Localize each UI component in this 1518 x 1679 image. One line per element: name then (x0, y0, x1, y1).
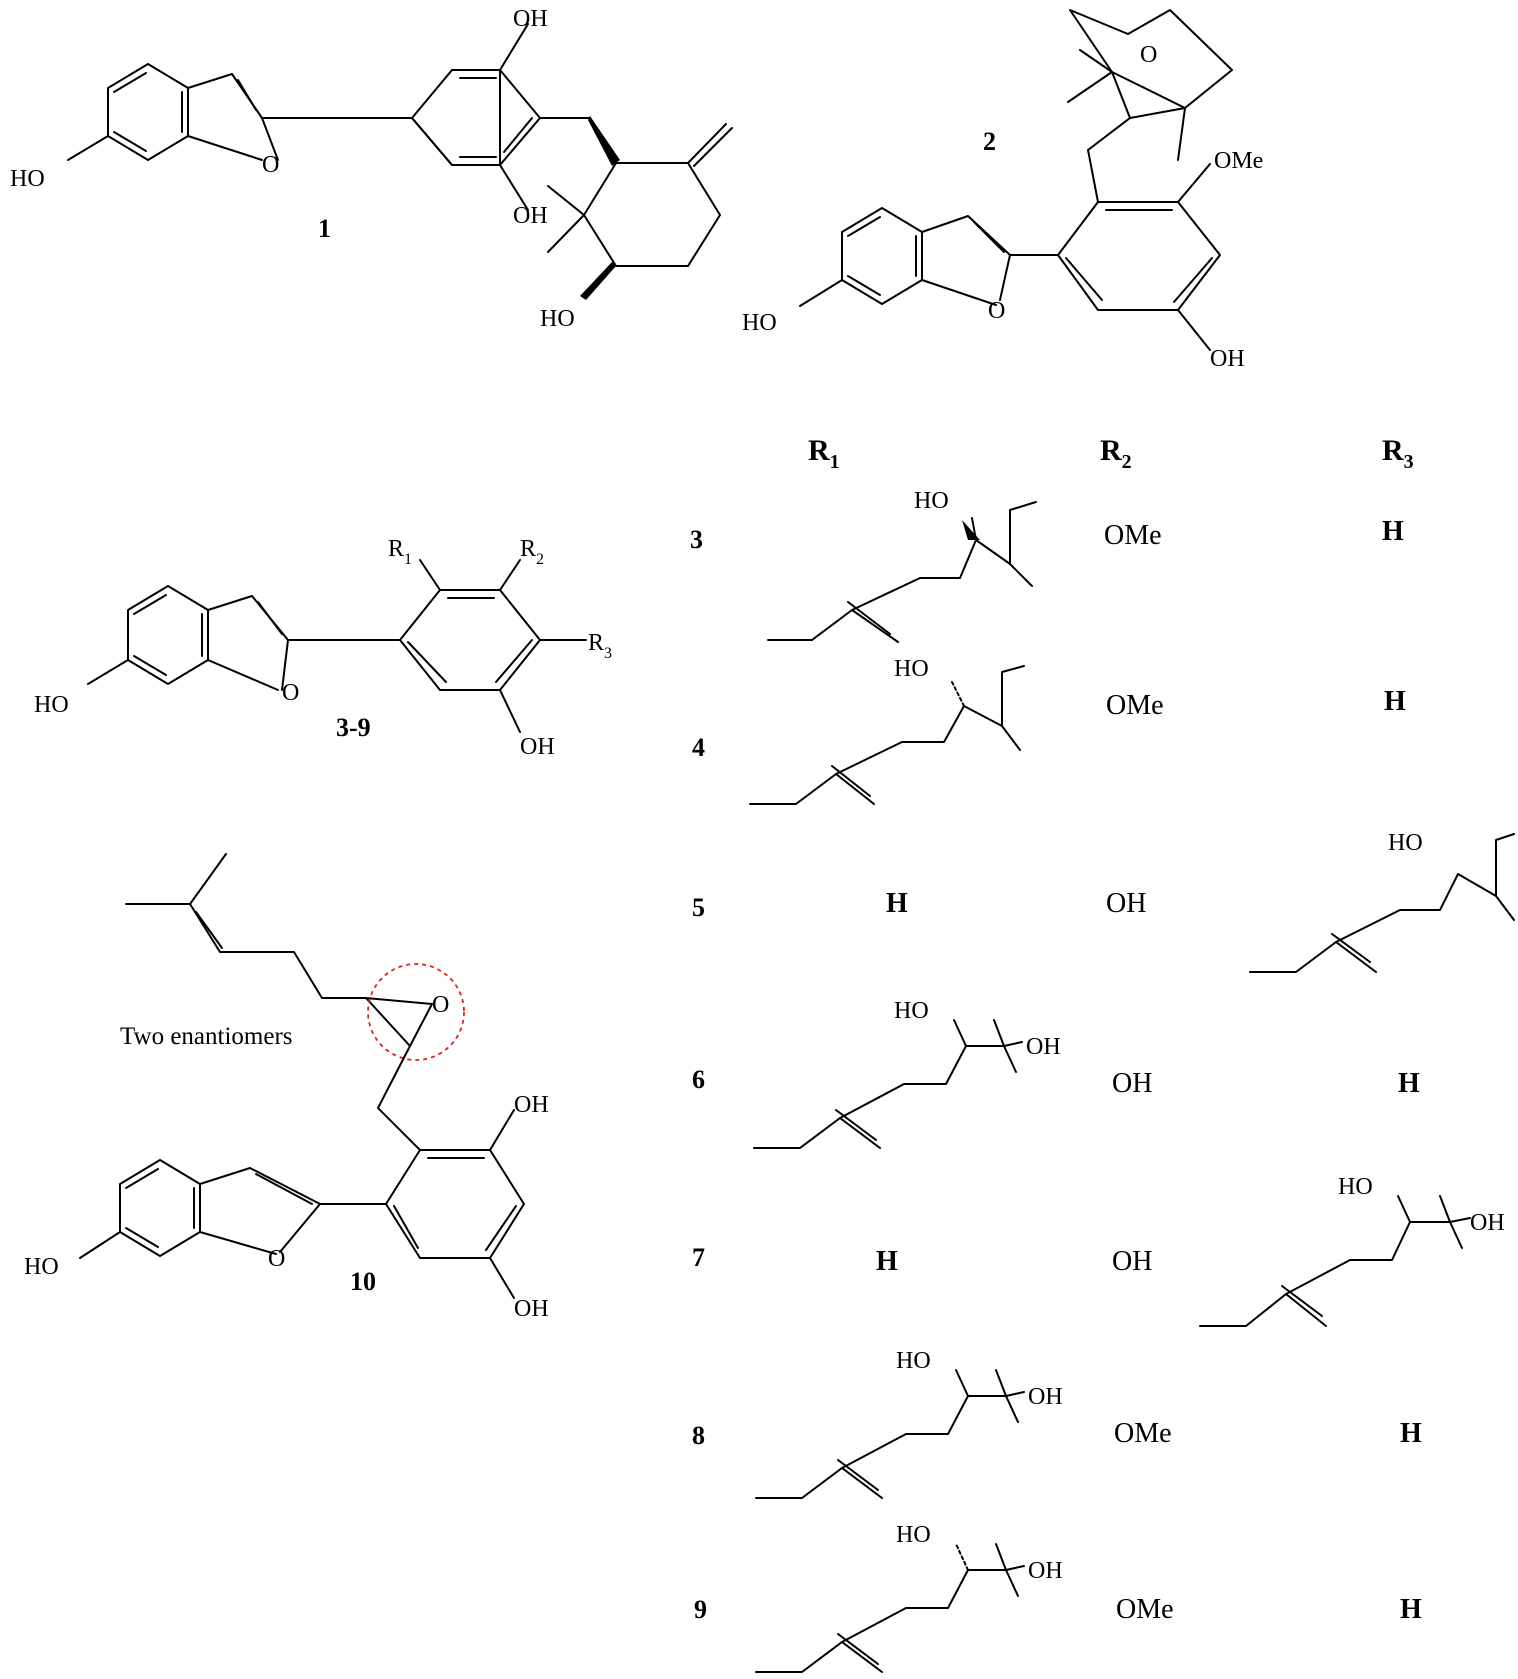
header-r3: R3 (1382, 434, 1414, 473)
row-8-chain-oh: OH (1028, 1384, 1063, 1410)
c2-furan-o: O (988, 298, 1005, 324)
c10-oh-bottom: OH (514, 1296, 549, 1322)
row-5-r2: OH (1106, 888, 1146, 919)
row-8-id: 8 (692, 1421, 705, 1450)
compound-1-structure: OH OH HO O HO 1 (10, 6, 733, 332)
row-3-chain-ho: HO (914, 488, 949, 514)
row-7-id: 7 (692, 1243, 705, 1272)
row-6-chain-oh: OH (1026, 1034, 1061, 1060)
row-3-r3: H (1382, 516, 1404, 547)
core-r1: R1 (388, 536, 412, 568)
c2-label: 2 (983, 127, 996, 156)
header-r2: R2 (1100, 434, 1132, 473)
row-8-r2: OMe (1114, 1418, 1172, 1449)
c1-ho-left: HO (10, 166, 45, 192)
row-4-chain-ho: HO (894, 656, 929, 682)
core-furan-o: O (282, 680, 299, 706)
row-5-id: 5 (692, 893, 705, 922)
c1-oh-mid: OH (513, 203, 548, 229)
row-9-r3: H (1400, 1594, 1422, 1625)
c10-enantiomers-note: Two enantiomers (120, 1023, 293, 1050)
row-9-chain-ho: HO (896, 1522, 931, 1548)
c2-ho-left: HO (742, 310, 777, 336)
row-7-r1: H (876, 1246, 898, 1277)
row-4-r3: H (1384, 686, 1406, 717)
substituent-table: R1 R2 R3 3 HO OMe H 4 HO OMe H 5 H OH (690, 434, 1515, 1673)
row-5-chain-ho: HO (1388, 830, 1423, 856)
row-9-r1-chain: HO OH (755, 1522, 1063, 1673)
row-6-chain-ho: HO (894, 998, 929, 1024)
c2-bridge-o: O (1140, 42, 1157, 68)
c2-ome: OMe (1214, 148, 1263, 174)
row-6-id: 6 (692, 1065, 705, 1094)
row-7-r3-chain: HO OH (1199, 1174, 1505, 1327)
core-3-9-structure: HO O R1 R2 R3 OH 3-9 (34, 536, 612, 760)
c1-ho-bottom: HO (540, 306, 575, 332)
row-3-r1-chain: HO (767, 488, 1037, 643)
epoxide-highlight-circle (367, 963, 465, 1061)
row-5-r3-chain: HO (1249, 830, 1515, 973)
row-9-r2: OMe (1116, 1594, 1174, 1625)
compound-2-structure: O 2 OMe OH HO O (742, 9, 1263, 372)
row-8-r3: H (1400, 1418, 1422, 1449)
c10-furan-o: O (268, 1246, 285, 1272)
c10-epoxide-o: O (432, 992, 449, 1018)
core-label: 3-9 (336, 713, 371, 742)
row-5-r1: H (886, 888, 908, 919)
row-8-r1-chain: HO OH (755, 1348, 1063, 1499)
row-4-id: 4 (692, 733, 705, 762)
compound-10-structure: O Two enantiomers OH OH HO O 10 (24, 853, 549, 1322)
core-ho-left: HO (34, 692, 69, 718)
row-6-r1-chain: HO OH (753, 998, 1061, 1149)
row-4-r1-chain: HO (749, 656, 1025, 805)
core-r2: R2 (520, 536, 544, 568)
c10-label: 10 (350, 1267, 376, 1296)
row-6-r3: H (1398, 1068, 1420, 1099)
c10-oh-top: OH (514, 1092, 549, 1118)
row-7-r2: OH (1112, 1246, 1152, 1277)
row-9-chain-oh: OH (1028, 1558, 1063, 1584)
core-r3: R3 (588, 630, 612, 662)
row-9-id: 9 (694, 1595, 707, 1624)
c1-oh-top: OH (513, 6, 548, 32)
row-7-chain-ho: HO (1338, 1174, 1373, 1200)
row-3-id: 3 (690, 525, 703, 554)
header-r1: R1 (808, 434, 840, 473)
core-oh-bottom: OH (520, 734, 555, 760)
row-3-r2: OMe (1104, 520, 1162, 551)
c1-furan-o: O (262, 152, 279, 178)
row-7-chain-oh: OH (1470, 1210, 1505, 1236)
row-6-r2: OH (1112, 1068, 1152, 1099)
c1-label: 1 (318, 214, 331, 243)
c2-oh-bottom: OH (1210, 346, 1245, 372)
row-4-r2: OMe (1106, 690, 1164, 721)
c10-ho-left: HO (24, 1254, 59, 1280)
row-8-chain-ho: HO (896, 1348, 931, 1374)
